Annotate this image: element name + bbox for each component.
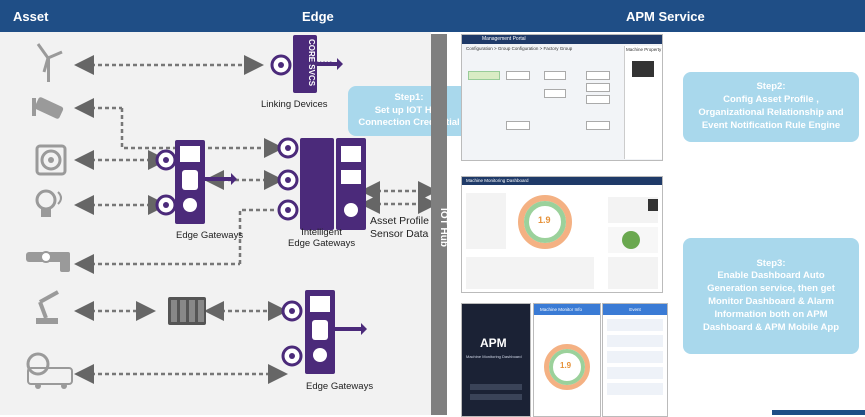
asset-profile-sensor-label: Asset Profile Sensor Data xyxy=(370,215,429,240)
fan-icon xyxy=(35,144,67,176)
iot-hub-label: IOT Hub xyxy=(437,208,449,247)
intelligent-edge-gateways-label: Intelligent Edge Gateways xyxy=(288,227,356,249)
mobile-app-login-screenshot: APM Machine Monitoring Dashboard xyxy=(461,303,531,417)
edge-gateway-icon-1 xyxy=(155,140,237,224)
step3-box: Step3: Enable Dashboard Auto Generation … xyxy=(683,238,859,354)
connector-camera xyxy=(120,108,284,158)
mobile-app-event-screenshot: Event xyxy=(602,303,668,417)
mobile-gauge-value: 1.9 xyxy=(560,361,572,370)
config-breadcrumb: Configuration > Group Configuration > Fa… xyxy=(466,46,573,51)
machine-property-title: Machine Property xyxy=(626,47,662,52)
edge-column-title: Edge xyxy=(302,9,334,24)
mobile-event-title: Event xyxy=(603,304,667,315)
bulb-icon xyxy=(35,189,62,217)
edge-gateways-label-1: Edge Gateways xyxy=(176,230,244,241)
mobile-login-subtitle: Machine Monitoring Dashboard xyxy=(466,354,522,359)
step1-box: Step1: Set up IOT Hub Connection Credent… xyxy=(348,86,470,136)
footer-accent xyxy=(772,410,865,415)
header-bar: Asset Edge APM Service xyxy=(0,0,865,32)
iot-hub-bar xyxy=(431,34,447,415)
mobile-app-monitor-screenshot: Machine Monitor Info 1.9 xyxy=(533,303,601,417)
binary-label-1: 11010 xyxy=(316,62,333,68)
wind-turbine-icon xyxy=(36,43,63,82)
asset-column-title: Asset xyxy=(13,9,49,24)
dashboard-screenshot: Machine Monitoring Dashboard 1.9 xyxy=(461,176,663,293)
apm-column-title: APM Service xyxy=(626,9,705,24)
mobile-monitor-title: Machine Monitor Info xyxy=(534,304,600,315)
truck-icon xyxy=(26,352,73,389)
intelligent-edge-gateway-icon xyxy=(277,137,366,230)
config-portal-screenshot: Management Portal Configuration > Group … xyxy=(461,34,663,161)
step2-box: Step2: Config Asset Profile , Organizati… xyxy=(683,72,859,142)
camera-icon xyxy=(32,97,64,119)
plc-rack-icon xyxy=(168,297,206,325)
core-svcs-label: CORE SVCS xyxy=(307,38,317,87)
linking-devices-label: Linking Devices xyxy=(261,99,328,110)
config-portal-title: Management Portal xyxy=(462,35,662,44)
dashboard-title: Machine Monitoring Dashboard xyxy=(462,177,662,185)
dashboard-gauge-value: 1.9 xyxy=(538,215,551,225)
mobile-apm-logo: APM xyxy=(480,336,507,350)
edge-gateway-icon-2 xyxy=(281,290,367,374)
linking-device-icon xyxy=(270,35,343,93)
pipe-icon xyxy=(26,251,70,272)
robot-arm-icon xyxy=(36,290,59,324)
connector-pipe xyxy=(238,208,274,264)
edge-gateways-label-2: Edge Gateways xyxy=(306,381,374,392)
